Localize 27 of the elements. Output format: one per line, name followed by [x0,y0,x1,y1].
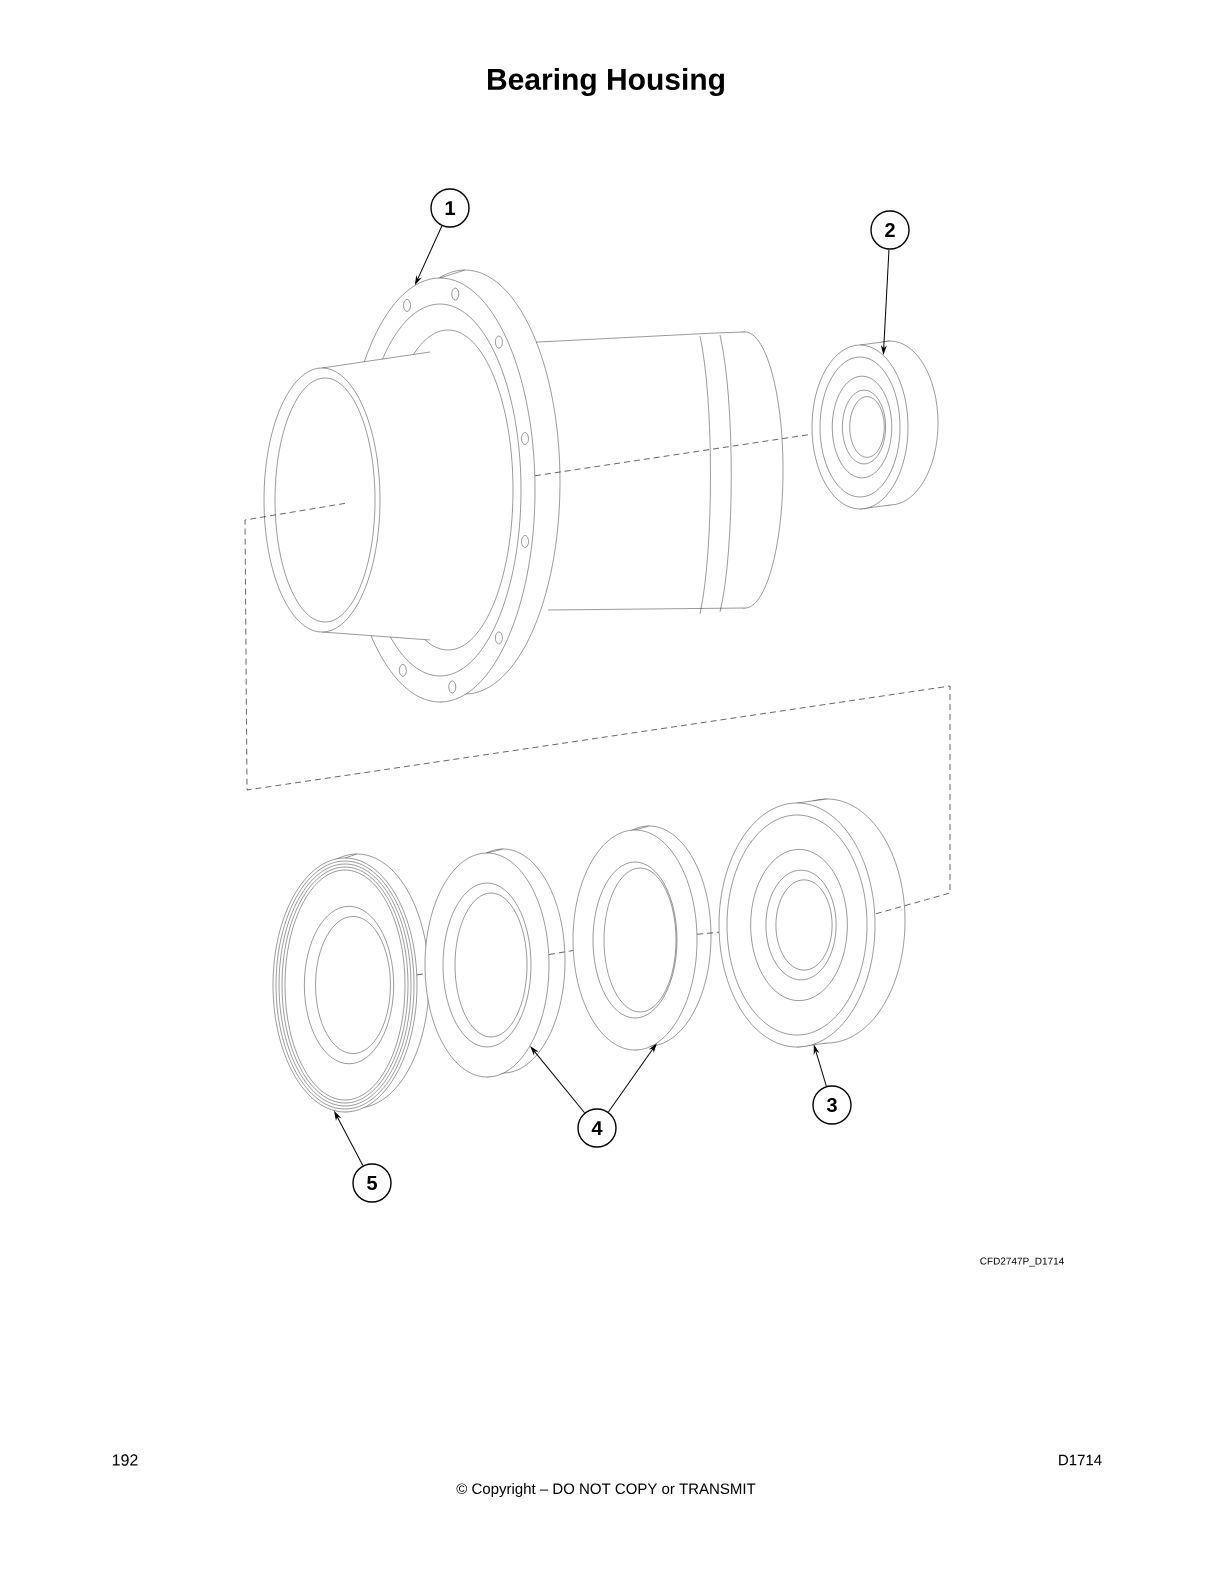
page-number: 192 [112,1454,138,1466]
bearing-housing-drawing [263,269,784,703]
leader-line [813,1045,827,1087]
spacer-ring-drawing [572,825,712,1051]
drawing-number: CFD2747P_D1714 [980,1257,1064,1267]
leader-line [607,1044,657,1113]
leader-line [881,249,890,354]
callout-number: 2 [870,210,910,250]
leader-line [415,225,443,285]
center-line [548,950,574,955]
leader-line [530,1046,586,1114]
center-line [696,931,720,935]
title: Bearing Housing [488,67,724,97]
center-line [416,973,426,976]
callout-number: 4 [577,1108,617,1148]
document-number: D1714 [1059,1454,1102,1466]
leader-line [334,1111,364,1167]
callout-number: 3 [812,1085,852,1125]
center-line [244,503,951,915]
callout-number: 5 [352,1163,392,1203]
center-line [534,433,813,477]
bearing-drawing [718,798,906,1048]
seal-drawing [272,853,430,1113]
bearing-drawing [811,340,939,510]
callout-number: 1 [430,188,470,228]
copyright-notice: © Copyright – DO NOT COPY or TRANSMIT [456,1483,756,1497]
ring-drawing [424,848,566,1078]
